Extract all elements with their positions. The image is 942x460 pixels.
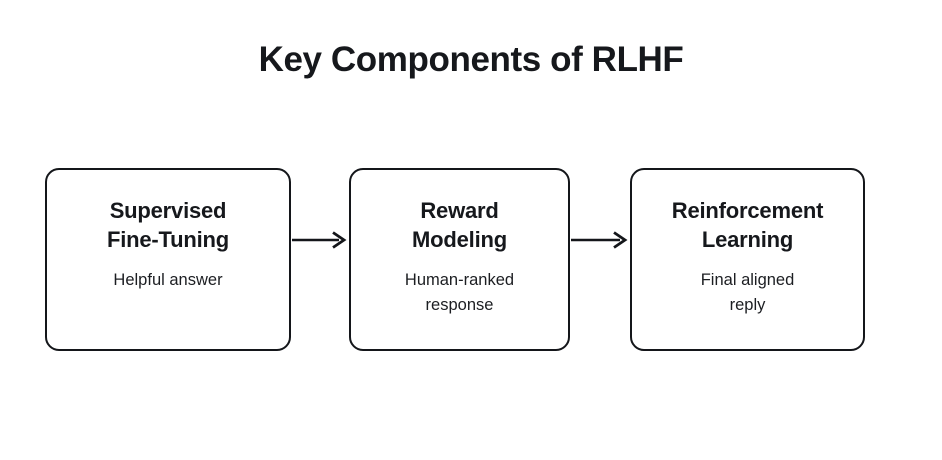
flow-node-reinforcement-learning[interactable]: Reinforcement Learning Final aligned rep…: [630, 168, 865, 351]
arrow-right-icon-1: [292, 231, 347, 249]
flow-node-supervised-fine-tuning[interactable]: Supervised Fine-Tuning Helpful answer: [45, 168, 291, 351]
node-title: Supervised Fine-Tuning: [106, 198, 230, 252]
flow-node-reward-modeling[interactable]: Reward Modeling Human-ranked response: [349, 168, 570, 351]
node-title: Reinforcement Learning: [671, 198, 824, 252]
flow-row: Supervised Fine-Tuning Helpful answer Re…: [45, 168, 865, 351]
node-title: Reward Modeling: [412, 198, 507, 252]
node-subtitle: Final aligned reply: [700, 271, 795, 314]
node-subtitle: Human-ranked response: [404, 271, 515, 314]
arrow-right-icon-2: [571, 231, 628, 249]
node-subtitle: Helpful answer: [113, 271, 223, 289]
diagram-title: Key Components of RLHF: [258, 40, 684, 79]
